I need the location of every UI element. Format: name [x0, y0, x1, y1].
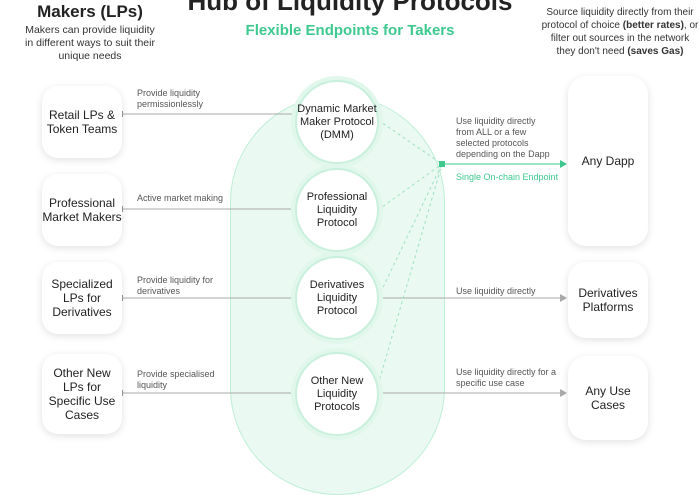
taker-label: Any Dapp	[581, 154, 635, 168]
maker-label: Professional Market Makers	[42, 196, 122, 224]
protocol-label: Other New Liquidity Protocols	[310, 374, 364, 413]
maker-other-lps: Other New LPs for Specific Use Cases	[42, 354, 122, 434]
protocol-other: Other New Liquidity Protocols	[295, 352, 379, 436]
protocol-derivatives: Derivatives Liquidity Protocol	[295, 256, 379, 340]
taker-any-use-cases: Any Use Cases	[568, 356, 648, 440]
taker-label: Derivatives Platforms	[578, 286, 638, 314]
maker-professional-mm: Professional Market Makers	[42, 174, 122, 246]
page-title: Hub of Liquidity Protocols	[187, 0, 513, 16]
takers-description: Source liquidity directly from their pro…	[541, 7, 699, 57]
protocol-professional: Professional Liquidity Protocol	[295, 168, 379, 252]
taker-action-label: Use liquidity directly	[456, 286, 536, 296]
action-label: Provide liquidity for derivatives	[137, 275, 214, 296]
taker-action-label: Use liquidity directly for a specific us…	[456, 367, 557, 388]
maker-label: Retail LPs & Token Teams	[46, 108, 118, 136]
taker-action-label: Use liquidity directly from ALL or a few…	[456, 116, 550, 159]
action-label: Active market making	[137, 193, 224, 203]
makers-description: Makers can provide liquidity in differen…	[25, 24, 155, 62]
taker-label: Any Use Cases	[585, 384, 631, 412]
hub-subtitle: Flexible Endpoints for Takers	[245, 22, 455, 39]
protocol-label: Derivatives Liquidity Protocol	[309, 278, 365, 317]
protocol-label: Dynamic Market Maker Protocol (DMM)	[297, 102, 377, 141]
protocol-label: Professional Liquidity Protocol	[306, 190, 368, 229]
taker-any-dapp: Any Dapp	[568, 76, 648, 246]
maker-label: Specialized LPs for Derivatives	[51, 277, 113, 319]
maker-label: Other New LPs for Specific Use Cases	[48, 366, 116, 422]
protocol-dmm: Dynamic Market Maker Protocol (DMM)	[295, 80, 379, 164]
maker-retail-lps: Retail LPs & Token Teams	[42, 86, 122, 158]
single-endpoint-label: Single On-chain Endpoint	[456, 172, 559, 182]
action-label: Provide liquidity permissionlessly	[137, 88, 204, 109]
action-label: Provide specialised liquidity	[137, 369, 215, 390]
makers-heading: Makers (LPs)	[37, 2, 143, 21]
maker-specialized-lps: Specialized LPs for Derivatives	[42, 262, 122, 334]
taker-derivatives-platforms: Derivatives Platforms	[568, 262, 648, 338]
